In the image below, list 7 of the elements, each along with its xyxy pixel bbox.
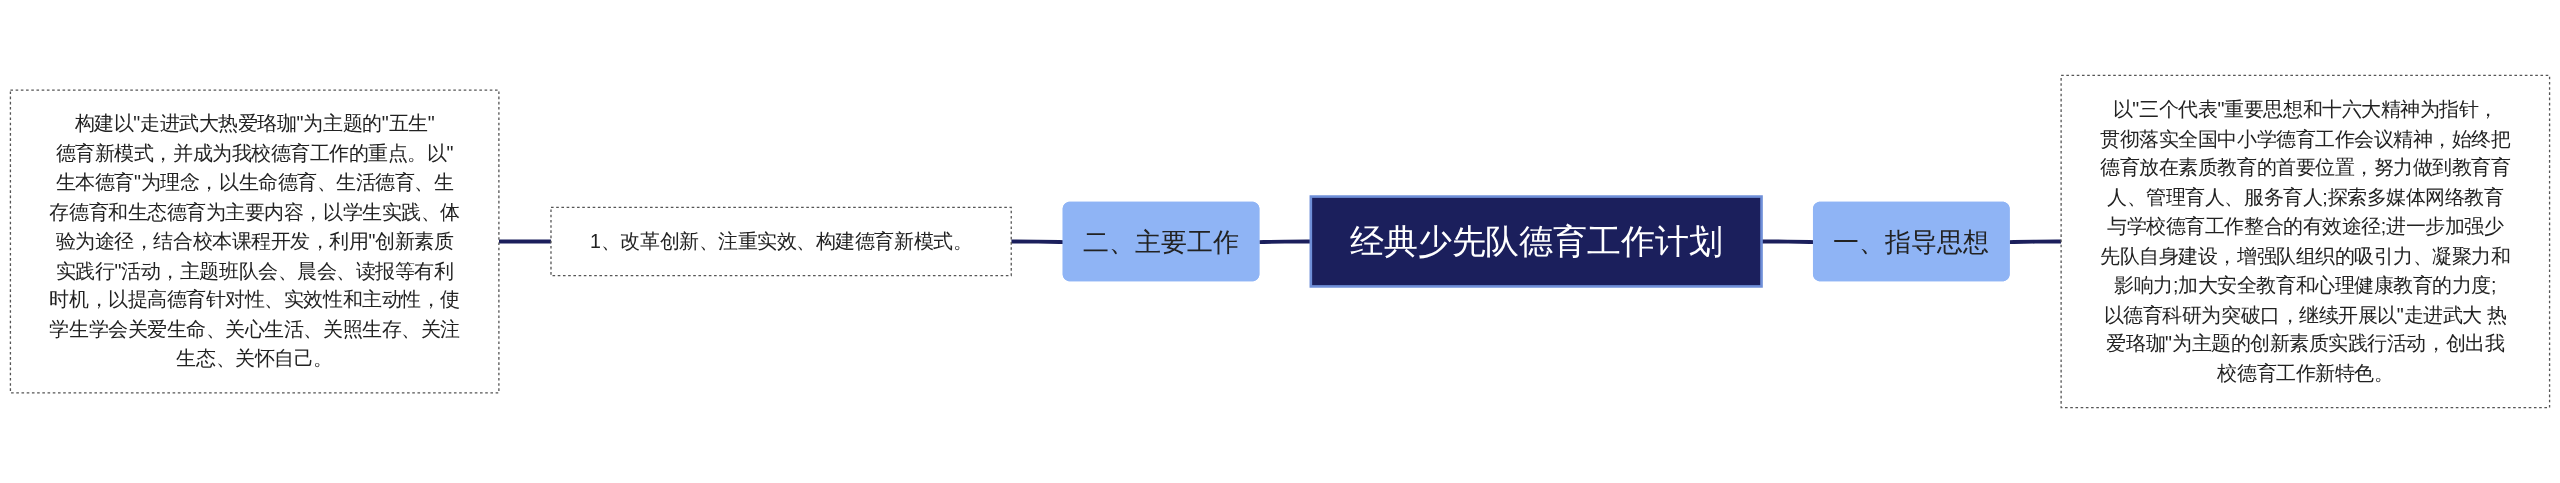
connector bbox=[498, 239, 551, 244]
node-box: 经典少先队德育工作计划 bbox=[1309, 195, 1763, 288]
node-box: 1、改革创新、注重实效、构建德育新模式。 bbox=[550, 206, 1012, 277]
node-box: 以"三个代表"重要思想和十六大精神为指针，贯彻落实全国中小学德育工作会议精神，始终把德育放在素质教育的首要位置，努力做到教育育人、管理育人、服务育人;探索多媒体网络教育与学校德育工作整合的有效途径;进一步加强少先队自身建设，增强队组织的吸引力、凝聚力和影响力;加大安全教育和心理健康教育的力度;以德育科研为突破口，继续开展以"走进武大 热爱珞珈"为主题的创新素质实践行活动，创出我校德育工作新特色。 bbox=[2060, 74, 2551, 409]
connector bbox=[1259, 239, 1311, 245]
node-box: 构建以"走进武大热爱珞珈"为主题的"五生"德育新模式，并成为我校德育工作的重点。以"生本德育"为理念，以生命德育、生活德育、生存德育和生态德育为主要内容，以学生实践、体验为途径，结合校本课程开发，利用"创新素质实践行"活动，主题班队会、晨会、读报等有利时机，以提高德育针对性、实效性和主动性，使学生学会关爱生命、关心生活、关照生存、关注生态、关怀自己。 bbox=[9, 89, 500, 394]
connector bbox=[2009, 239, 2062, 245]
